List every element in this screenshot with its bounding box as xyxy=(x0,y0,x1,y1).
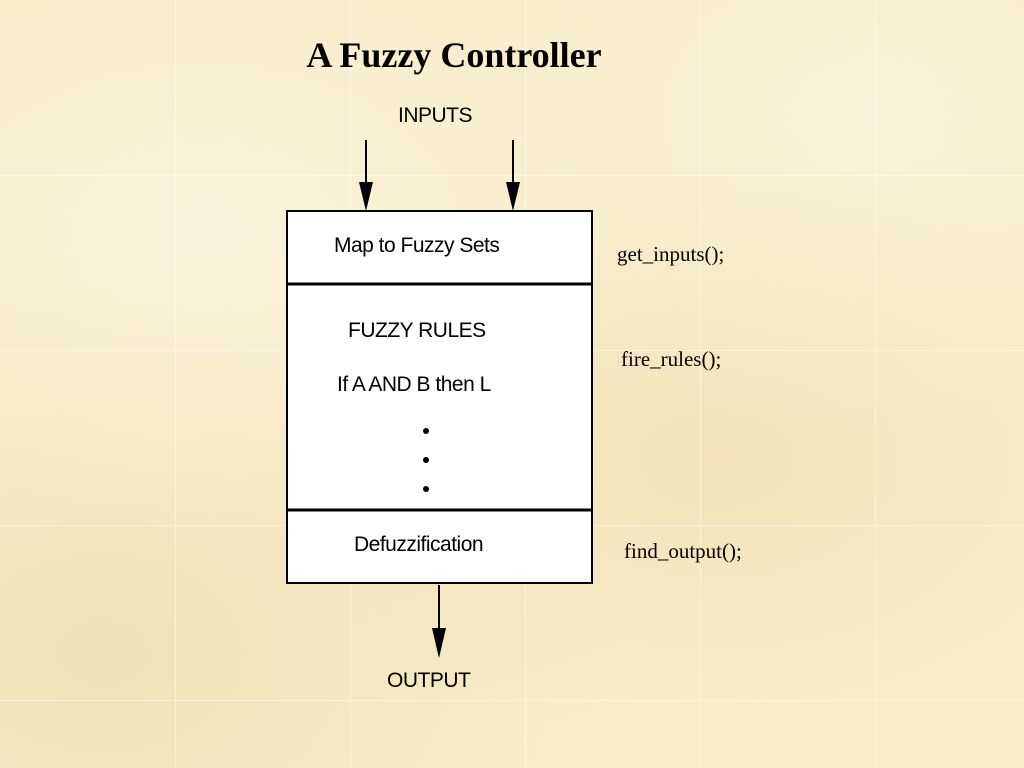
ellipsis-dot xyxy=(423,486,429,492)
input-arrow-left xyxy=(359,140,373,211)
background-seam xyxy=(175,0,176,768)
defuzzification-label: Defuzzification xyxy=(354,533,484,556)
find-output-function: find_output(); xyxy=(624,539,742,563)
fire-rules-function: fire_rules(); xyxy=(621,347,722,371)
ellipsis-dot xyxy=(423,457,429,463)
fuzzy-rules-header: FUZZY RULES xyxy=(348,319,486,342)
rule-example: If A AND B then L xyxy=(337,373,491,396)
ellipsis-dot xyxy=(423,428,429,434)
input-arrow-right xyxy=(506,140,520,211)
output-label: OUTPUT xyxy=(387,669,471,692)
output-arrow xyxy=(432,585,446,658)
inputs-label: INPUTS xyxy=(398,104,473,127)
background-seam xyxy=(700,0,701,768)
background-seam xyxy=(875,0,876,768)
controller-box xyxy=(286,210,593,584)
slide-title: A Fuzzy Controller xyxy=(306,35,602,75)
background-seam xyxy=(0,700,1024,701)
get-inputs-function: get_inputs(); xyxy=(617,242,725,266)
map-to-fuzzy-sets-label: Map to Fuzzy Sets xyxy=(334,234,500,257)
